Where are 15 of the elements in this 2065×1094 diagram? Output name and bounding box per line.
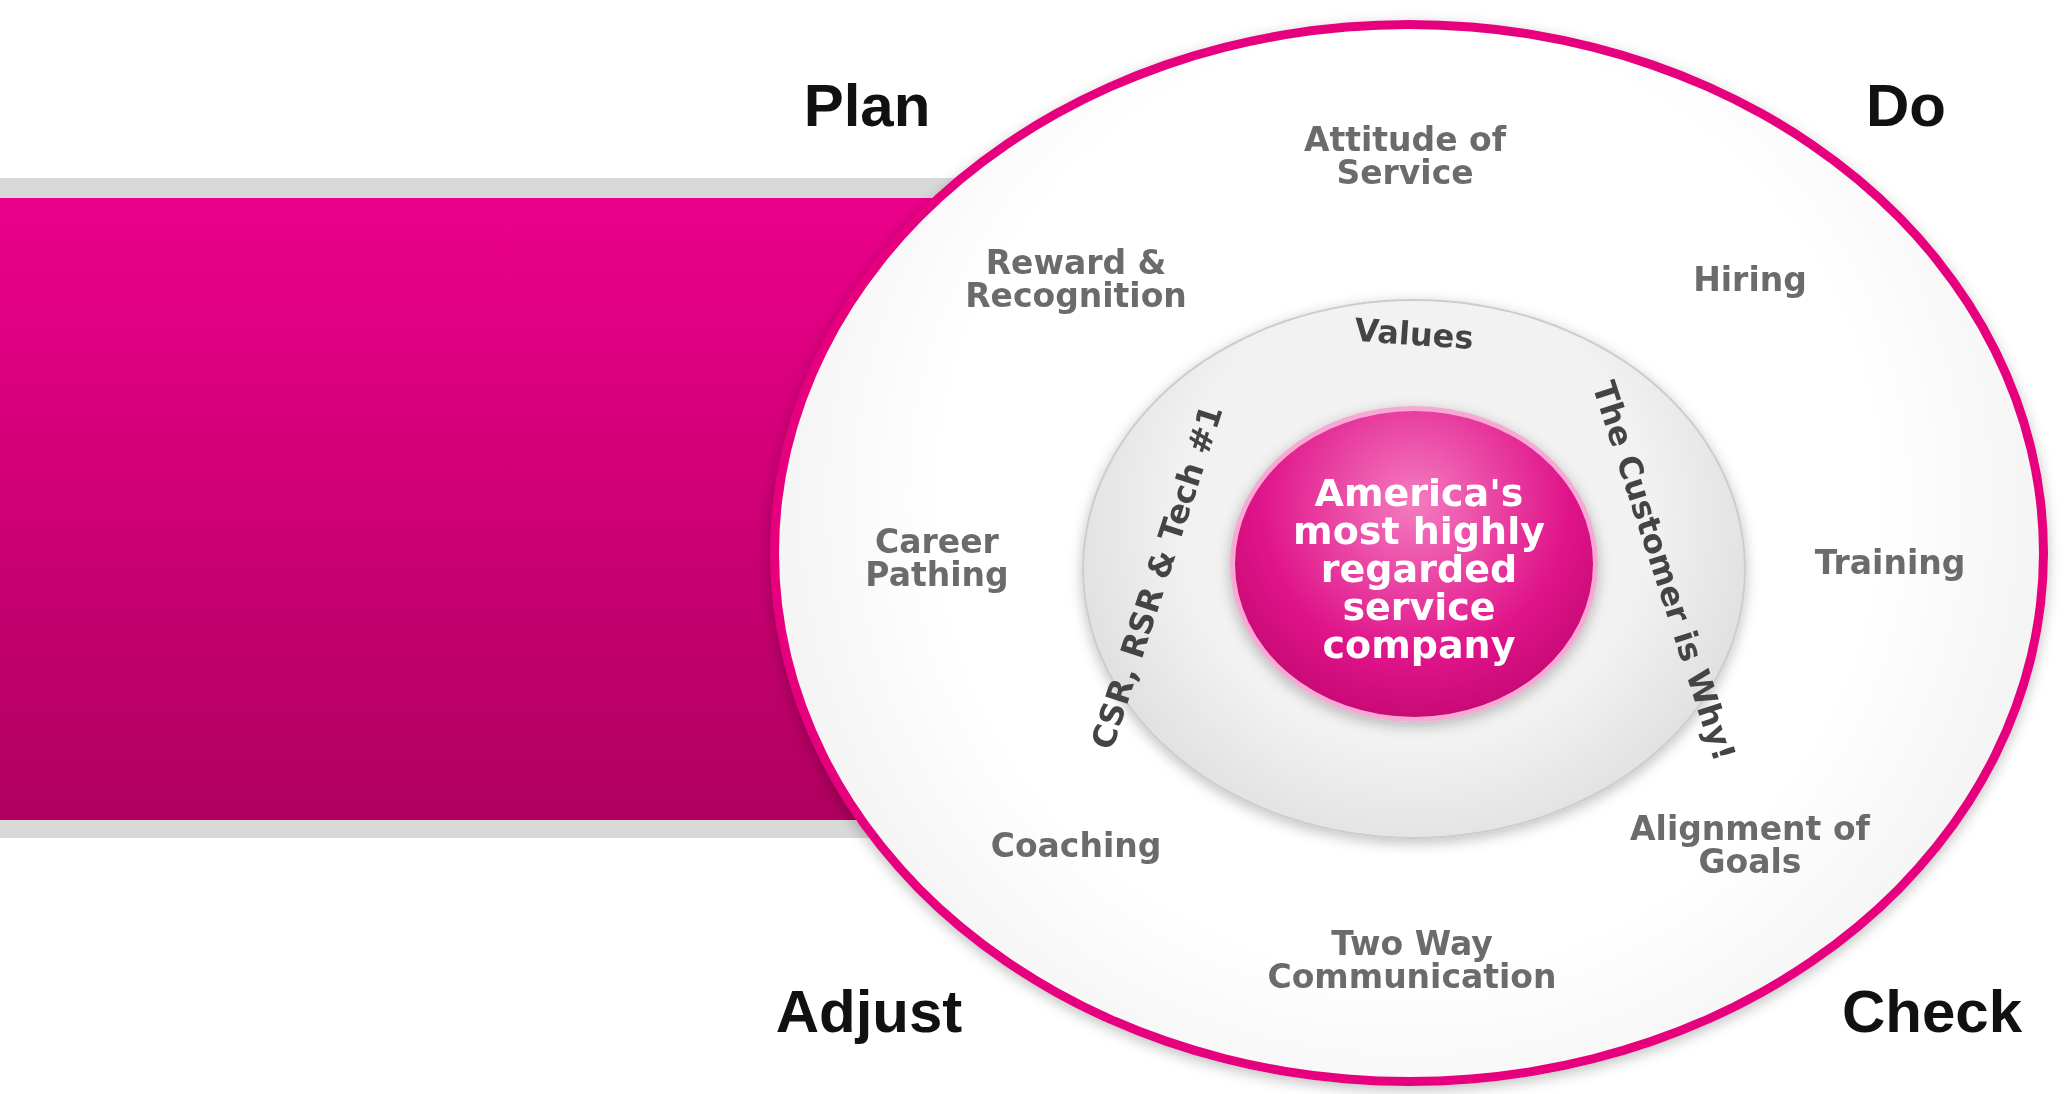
phase-label: Plan [803,70,931,140]
ring-item-text: Coaching [989,828,1163,862]
ring-item-text: Training [1813,545,1967,579]
phase-label: Do [1866,70,1946,140]
ring-item-text: Two Way Communication [1266,927,1558,993]
ring-item-text: Reward & Recognition [964,246,1188,312]
center-text: America's most highly regarded service company [1292,474,1546,664]
ring-item-text: Hiring [1692,262,1808,296]
ring-item-text: Alignment of Goals [1630,812,1870,878]
ring-heading: Values [1353,313,1475,355]
ring-item-text: Career Pathing [864,525,1010,591]
phase-label: Check [1841,976,2023,1046]
ring-item-text: Attitude of Service [1302,123,1508,189]
ring-heading: CSR, RSR & Tech #1 [1086,401,1228,753]
phase-label: Adjust [775,976,963,1046]
